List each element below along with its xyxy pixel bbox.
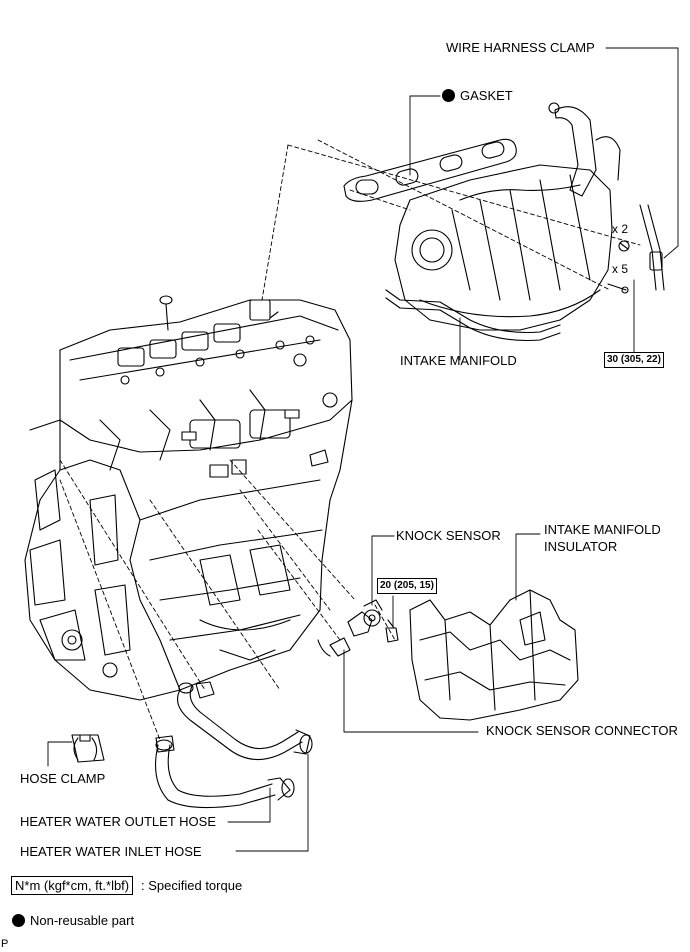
intake-manifold-illustration — [385, 102, 665, 341]
label-heater-water-outlet-hose: HEATER WATER OUTLET HOSE — [20, 814, 216, 829]
label-intake-manifold-insulator-line1: INTAKE MANIFOLD — [544, 522, 661, 537]
multiplier-x5: x 5 — [612, 262, 629, 276]
engine-block-illustration — [24, 295, 353, 701]
label-hose-clamp: HOSE CLAMP — [20, 771, 106, 786]
hose-clamp-illustration — [71, 734, 105, 763]
intake-manifold-insulator-illustration — [409, 589, 579, 721]
leader-lines — [47, 47, 679, 852]
non-reusable-legend-icon — [12, 914, 25, 927]
label-gasket-text: GASKET — [460, 88, 513, 103]
legend-non-reusable: Non-reusable part — [12, 913, 134, 928]
torque-manifold-bolts: 30 (305, 22) — [604, 352, 664, 368]
alignment-lines — [59, 139, 641, 741]
multiplier-x2: x 2 — [612, 222, 629, 236]
knock-sensor-illustration — [347, 599, 399, 643]
knock-sensor-connector-illustration — [317, 637, 351, 657]
label-wire-harness-clamp: WIRE HARNESS CLAMP — [446, 40, 595, 55]
label-knock-sensor: KNOCK SENSOR — [396, 528, 501, 543]
torque-knock-sensor-nut: 20 (205, 15) — [377, 578, 437, 594]
label-heater-water-inlet-hose: HEATER WATER INLET HOSE — [20, 844, 202, 859]
legend-torque-units: N*m (kgf*cm, ft.*lbf) — [11, 876, 134, 895]
label-intake-manifold: INTAKE MANIFOLD — [400, 353, 517, 368]
legend-torque-description: : Specified torque — [141, 878, 243, 893]
gasket-illustration — [343, 138, 517, 202]
legend-non-reusable-text: Non-reusable part — [30, 913, 135, 928]
label-gasket: GASKET — [442, 88, 513, 103]
corner-mark: P — [1, 938, 9, 950]
label-intake-manifold-insulator-line2: INSULATOR — [544, 539, 618, 554]
label-knock-sensor-connector: KNOCK SENSOR CONNECTOR — [486, 723, 678, 738]
heater-hoses-illustration — [155, 681, 313, 809]
non-reusable-icon — [442, 89, 455, 102]
